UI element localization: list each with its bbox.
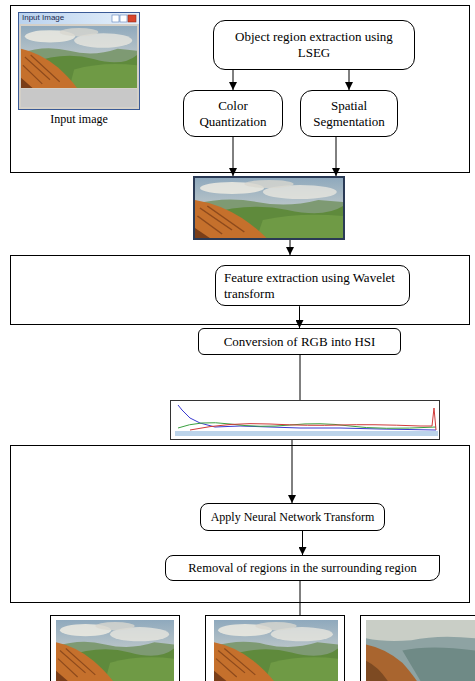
process-box: Conversion of RGB into HSI (198, 328, 401, 355)
box-text: Apply Neural Network Transform (211, 510, 375, 524)
group-frame (11, 256, 470, 325)
window-frame (19, 13, 140, 110)
label-text: Input image (50, 112, 108, 126)
window-close-button (128, 15, 136, 22)
box-text: Feature extraction using Wavelet transfo… (224, 270, 403, 301)
process-box: Spatial Segmentation (300, 90, 398, 137)
process-box: Apply Neural Network Transform (200, 503, 385, 531)
window-titlebar (19, 13, 139, 24)
histogram-curve (178, 405, 436, 430)
result-photo (56, 620, 174, 681)
process-box: Feature extraction using Wavelet transfo… (215, 265, 410, 306)
result-frame (51, 616, 180, 681)
window-title: Input Image (22, 12, 108, 23)
flow-line (300, 580, 301, 615)
result-photo (214, 620, 338, 681)
flow-arrow (336, 137, 337, 176)
histogram-panel (171, 401, 440, 440)
box-text: Spatial Segmentation (307, 98, 391, 129)
segmented-photo (195, 178, 343, 238)
process-box: Color Quantization (183, 90, 283, 137)
result-frame (361, 616, 475, 681)
callout-scroll-box: Removal of regions in the surrounding re… (165, 555, 440, 581)
photo-frame (193, 176, 345, 240)
input-photo (21, 26, 137, 88)
result-segmentation (366, 620, 475, 681)
box-text: Color Quantization (190, 98, 276, 129)
flow-arrow (299, 306, 300, 328)
group-frame (11, 6, 470, 173)
flow-arrow (233, 70, 234, 90)
flow-line (300, 355, 301, 400)
flow-arrow (233, 137, 234, 176)
flow-arrow (292, 440, 293, 503)
box-text: Object region extraction using LSEG (234, 29, 394, 60)
group-frame (11, 446, 470, 603)
window-button (120, 15, 127, 22)
flow-arrow (302, 531, 303, 555)
window-status-area (21, 89, 137, 107)
result-frame (206, 616, 345, 681)
image-caption: Input image (19, 112, 139, 127)
window-button (112, 15, 119, 22)
process-box: Object region extraction using LSEG (213, 20, 415, 70)
flow-arrow (349, 70, 350, 90)
box-text: Conversion of RGB into HSI (224, 334, 376, 350)
flow-arrow (290, 240, 291, 255)
box-text: Removal of regions in the surrounding re… (188, 561, 416, 576)
histogram-curve (190, 408, 436, 430)
histogram-axis-band (175, 431, 438, 436)
label-text: Input Image (22, 13, 64, 22)
